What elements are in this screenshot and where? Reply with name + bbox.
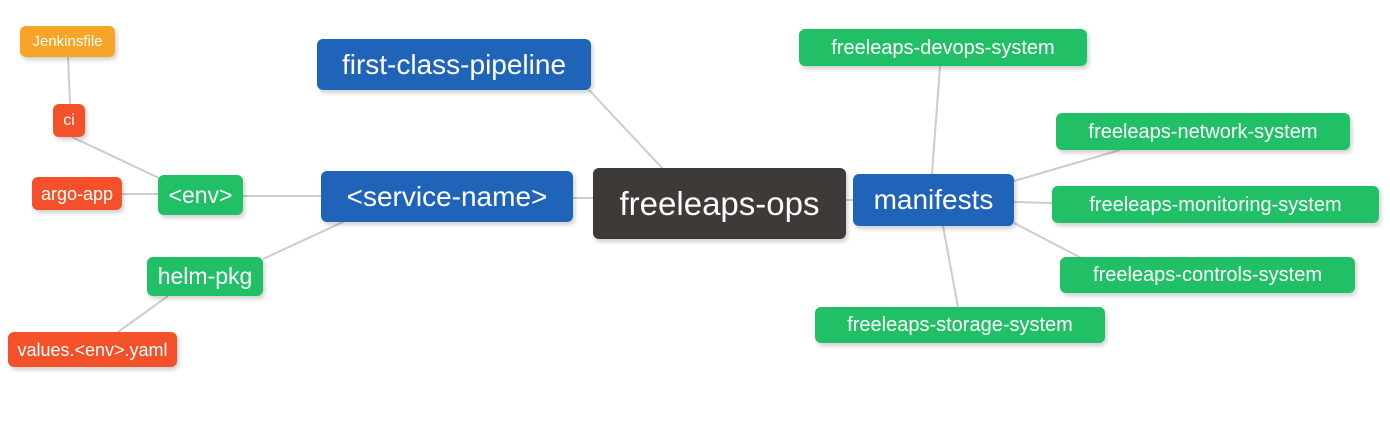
edge-jenkinsfile-to-ci xyxy=(67,56,71,105)
edge-ci-to-env xyxy=(71,136,160,179)
edge-values-env-yaml-to-helm-pkg xyxy=(117,295,169,333)
node-freeleaps-storage-system[interactable]: freeleaps-storage-system xyxy=(815,307,1105,343)
edge-manifests-to-freeleaps-monitoring-system xyxy=(1013,201,1053,204)
node-freeleaps-monitoring-system[interactable]: freeleaps-monitoring-system xyxy=(1052,186,1379,223)
edge-helm-pkg-to-service-name xyxy=(262,221,344,260)
node-manifests[interactable]: manifests xyxy=(853,174,1014,226)
edge-manifests-to-freeleaps-devops-system xyxy=(931,65,941,175)
edge-first-class-pipeline-to-freeleaps-ops xyxy=(588,89,665,171)
node-freeleaps-ops[interactable]: freeleaps-ops xyxy=(593,168,846,239)
node-helm-pkg[interactable]: helm-pkg xyxy=(147,257,263,296)
node-freeleaps-network-system[interactable]: freeleaps-network-system xyxy=(1056,113,1350,150)
edge-manifests-to-freeleaps-network-system xyxy=(1013,149,1121,182)
node-service-name[interactable]: <service-name> xyxy=(321,171,573,222)
node-freeleaps-controls-system[interactable]: freeleaps-controls-system xyxy=(1060,257,1355,293)
node-freeleaps-devops-system[interactable]: freeleaps-devops-system xyxy=(799,29,1087,66)
node-argo-app[interactable]: argo-app xyxy=(32,177,122,210)
node-ci[interactable]: ci xyxy=(53,104,85,137)
node-jenkinsfile[interactable]: Jenkinsfile xyxy=(20,26,115,57)
edge-manifests-to-freeleaps-storage-system xyxy=(942,225,959,308)
node-first-class-pipeline[interactable]: first-class-pipeline xyxy=(317,39,591,90)
node-env[interactable]: <env> xyxy=(158,175,243,215)
edge-manifests-to-freeleaps-controls-system xyxy=(1013,222,1086,261)
node-values-env-yaml[interactable]: values.<env>.yaml xyxy=(8,332,177,367)
